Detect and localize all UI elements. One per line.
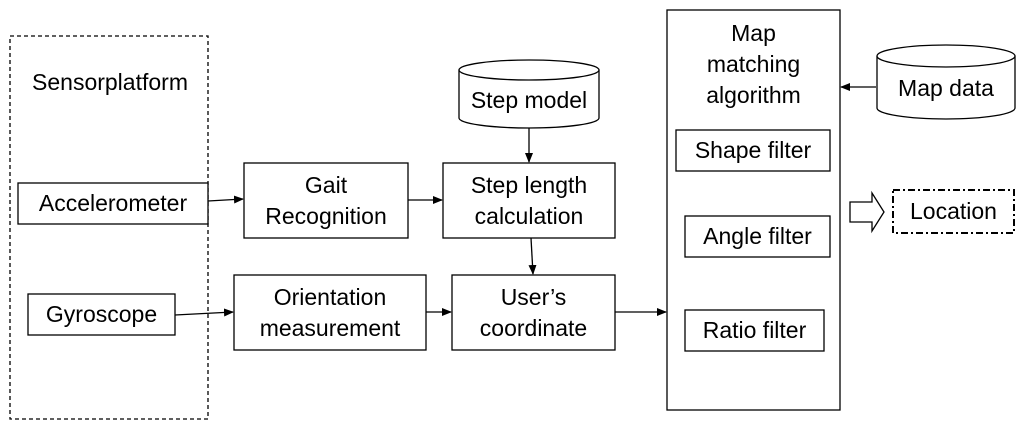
location-label: Location: [910, 198, 997, 224]
arrow-gyroscope-to-orientation: [174, 308, 234, 317]
step-length-calculation-line-2: calculation: [474, 202, 584, 229]
map-matching-title: Map matching algorithm: [667, 16, 840, 112]
angle-filter-label: Angle filter: [703, 223, 812, 249]
sensor-platform-title-line-1: Sensor: [32, 68, 105, 95]
map-data-label: Map data: [898, 74, 994, 101]
map-matching-title-line-2: matching: [706, 50, 801, 77]
ratio-filter-box: [684, 309, 825, 352]
step-length-calculation-line-1: Step length: [470, 171, 588, 198]
accelerometer-label: Accelerometer: [38, 190, 188, 216]
users-coordinate-label: User’s coordinate: [452, 275, 615, 350]
map-matching-title-line-1: Map: [731, 19, 776, 46]
gait-recognition-line-2: Recognition: [265, 202, 387, 229]
output-block-arrow: [849, 190, 885, 234]
orientation-measurement-line-1: Orientation: [273, 283, 387, 310]
map-data-cylinder: [876, 44, 1016, 120]
step-model-label: Step model: [470, 86, 588, 113]
step-model-cylinder: [458, 59, 600, 129]
location-box: [892, 189, 1015, 234]
gyroscope-box: [27, 293, 176, 336]
users-coordinate-box: [451, 274, 616, 351]
shape-filter-label: Shape filter: [694, 137, 812, 163]
orientation-measurement-line-2: measurement: [259, 314, 401, 341]
sensor-platform-title-line-2: platform: [104, 68, 188, 95]
orientation-measurement-label: Orientation measurement: [234, 275, 426, 350]
arrow-accelerometer-to-gait: [207, 195, 244, 204]
map-matching-title-line-3: algorithm: [706, 81, 801, 108]
gait-recognition-line-1: Gait: [304, 171, 348, 198]
step-length-calculation-box: [442, 162, 616, 239]
users-coordinate-line-1: User’s: [500, 283, 567, 310]
gait-recognition-label: Gait Recognition: [244, 163, 408, 238]
accelerometer-box: [17, 182, 209, 225]
connector-arrows: [174, 83, 876, 317]
users-coordinate-line-2: coordinate: [479, 314, 588, 341]
gait-recognition-box: [243, 162, 409, 239]
step-length-calculation-label: Step length calculation: [443, 163, 615, 238]
ratio-filter-label: Ratio filter: [702, 317, 807, 343]
angle-filter-box: [684, 215, 831, 258]
orientation-measurement-box: [233, 274, 427, 351]
gyroscope-label: Gyroscope: [45, 301, 158, 327]
sensor-platform-title: Sensor platform: [32, 50, 188, 114]
sensor-platform-box: [9, 35, 209, 420]
shape-filter-box: [675, 129, 831, 172]
arrow-step-length-to-users-coordinate: [528, 237, 537, 275]
